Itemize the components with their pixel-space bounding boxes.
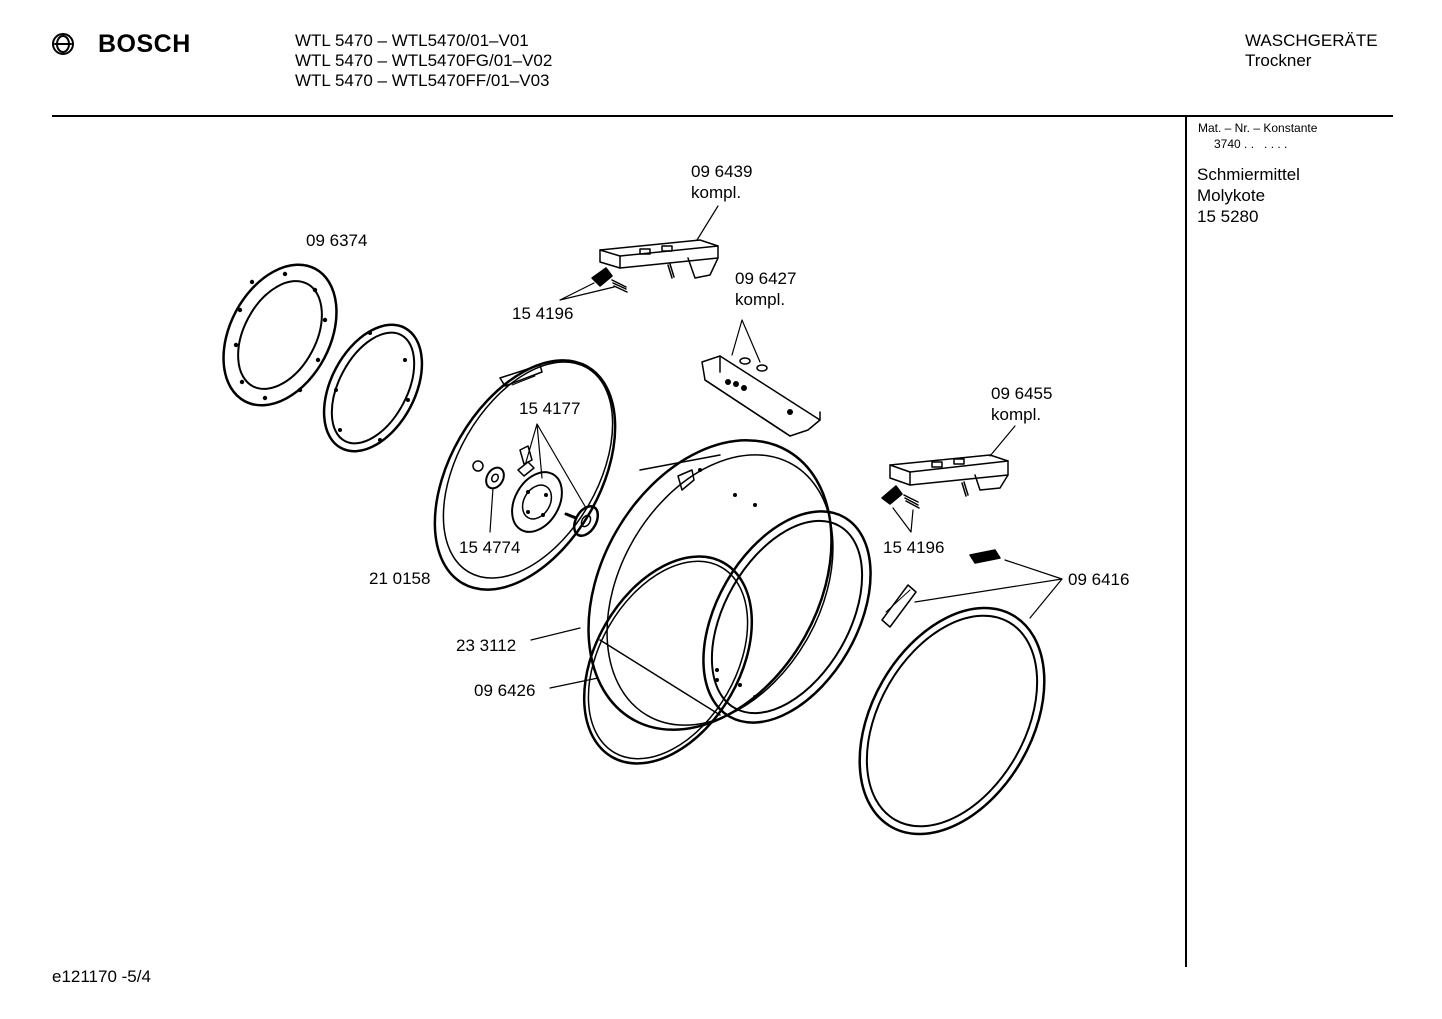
brand-name: BOSCH	[98, 30, 191, 58]
header-rule	[52, 115, 1393, 117]
label-096416: 09 6416	[1068, 570, 1130, 589]
label-154196-right: 15 4196	[883, 538, 945, 557]
roller-bracket-096455	[881, 454, 1009, 509]
document-id: e121170 -5/4	[52, 967, 151, 986]
gasket-ring-096374	[222, 263, 338, 407]
label-154196-top: 15 4196	[512, 304, 574, 323]
lubricant-line-1: Schmiermittel	[1197, 165, 1300, 184]
label-154177: 15 4177	[519, 399, 581, 418]
seal-ring-096374b	[322, 323, 424, 453]
front-ring-096416	[858, 606, 1046, 836]
rear-wall-210158	[433, 359, 617, 591]
label-096427-suffix: kompl.	[735, 290, 786, 309]
model-list: WTL 5470 – WTL5470/01–V01 WTL 5470 – WTL…	[295, 31, 552, 91]
brand-logo: BOSCH	[52, 30, 191, 59]
label-096455: 09 6455 kompl.	[991, 383, 1052, 425]
label-096374: 09 6374	[306, 231, 368, 250]
lubricant-info: Schmiermittel Molykote 15 5280	[1197, 164, 1300, 227]
lubricant-line-2: Molykote	[1197, 186, 1266, 205]
sidebar-divider	[1185, 117, 1187, 967]
model-line-3: WTL 5470 – WTL5470FF/01–V03	[295, 71, 550, 90]
mat-number-label: Mat. – Nr. – Konstante	[1198, 121, 1318, 135]
label-096439: 09 6439 kompl.	[691, 161, 752, 203]
category-title: WASCHGERÄTE	[1245, 31, 1378, 50]
category-block: WASCHGERÄTE Trockner	[1245, 31, 1378, 71]
label-096439-number: 09 6439	[691, 162, 753, 181]
label-096455-number: 09 6455	[991, 384, 1053, 403]
label-096439-suffix: kompl.	[691, 183, 742, 202]
label-096426: 09 6426	[474, 681, 536, 700]
model-line-1: WTL 5470 – WTL5470/01–V01	[295, 31, 529, 50]
label-096427: 09 6427 kompl.	[735, 268, 796, 310]
lubricant-line-3: 15 5280	[1197, 207, 1259, 226]
roller-bracket-096439	[591, 239, 719, 293]
mat-number-value: 3740 . . . . . .	[1214, 137, 1288, 151]
label-210158: 21 0158	[369, 569, 431, 588]
leader-lines	[489, 205, 1063, 689]
label-096427-number: 09 6427	[735, 269, 797, 288]
slide-pieces-096416	[881, 549, 1001, 628]
drum-233112	[587, 439, 872, 731]
label-233112: 23 3112	[456, 636, 517, 655]
roller-bracket-096427	[701, 355, 821, 437]
model-line-2: WTL 5470 – WTL5470FG/01–V02	[295, 51, 553, 70]
label-154774: 15 4774	[459, 538, 521, 557]
category-subtitle: Trockner	[1245, 51, 1312, 70]
belt-096426	[582, 555, 754, 765]
label-096455-suffix: kompl.	[991, 405, 1042, 424]
bosch-logo-emblem	[52, 33, 74, 55]
